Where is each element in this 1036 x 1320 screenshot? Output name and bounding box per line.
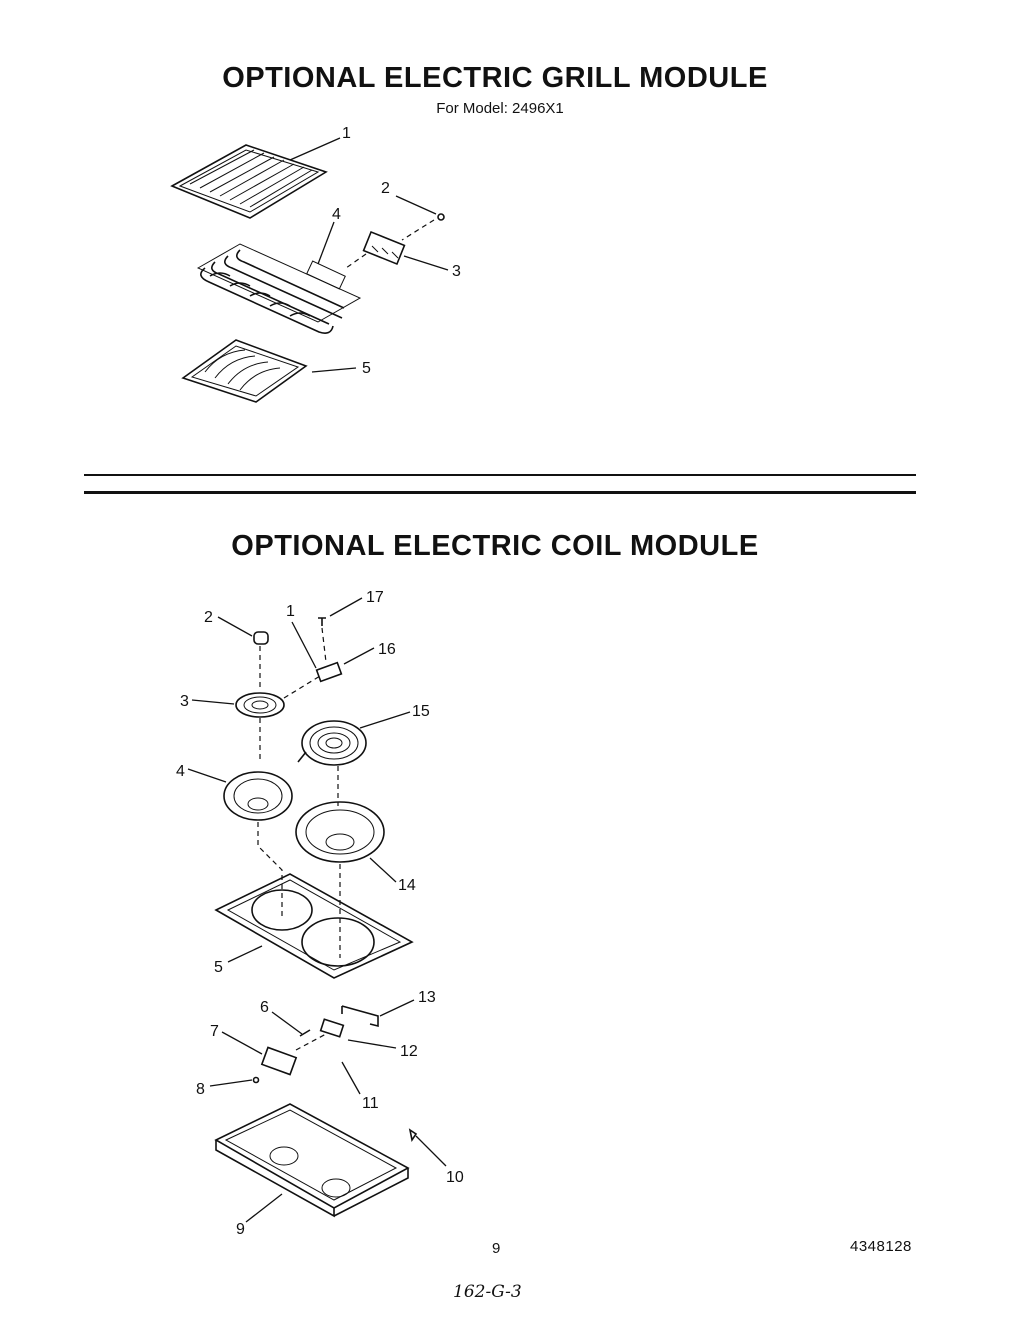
svg-text:14: 14 (398, 877, 416, 894)
document-number: 4348128 (850, 1238, 912, 1255)
page-number: 9 (492, 1240, 501, 1257)
svg-text:7: 7 (210, 1023, 219, 1040)
coil-callout-1: 1 (286, 603, 317, 669)
grill-callout-2: 2 (381, 180, 437, 215)
coil-callout-5: 5 (214, 945, 263, 976)
coil-callout-16: 16 (343, 641, 396, 665)
coil-callout-3: 3 (180, 693, 235, 710)
coil-callout-4: 4 (176, 763, 227, 783)
grill-grease-tray-part (181, 339, 308, 403)
coil-callout-9: 9 (236, 1193, 283, 1238)
svg-text:12: 12 (400, 1043, 418, 1060)
svg-text:9: 9 (236, 1221, 245, 1238)
svg-text:8: 8 (196, 1081, 205, 1098)
coil-small-element-part (235, 692, 285, 718)
grill-grate-part (170, 144, 328, 219)
svg-text:16: 16 (378, 641, 396, 658)
section-divider-thick (84, 491, 916, 494)
svg-text:2: 2 (381, 180, 390, 197)
coil-small-drip-bowl-part (223, 771, 293, 821)
grill-terminal-block-part (362, 230, 406, 266)
svg-text:15: 15 (412, 703, 430, 720)
coil-callout-17: 17 (329, 589, 384, 617)
coil-mounting-plate-part (319, 1018, 345, 1038)
coil-large-drip-bowl-part (295, 801, 385, 863)
coil-control-knob-part (253, 631, 269, 645)
coil-callout-10: 10 (415, 1135, 464, 1186)
coil-callout-8: 8 (196, 1079, 253, 1098)
svg-text:17: 17 (366, 589, 384, 606)
svg-text:3: 3 (452, 263, 461, 280)
coil-callout-6: 6 (260, 999, 303, 1035)
coil-module-title: OPTIONAL ELECTRIC COIL MODULE (231, 530, 759, 562)
handwritten-note: 162-G-3 (453, 1282, 522, 1302)
svg-text:2: 2 (204, 609, 213, 626)
coil-callout-11: 11 (341, 1061, 379, 1112)
svg-text:5: 5 (214, 959, 223, 976)
coil-callout-2: 2 (204, 609, 253, 637)
coil-cooktop-trim-part (214, 873, 414, 979)
svg-text:13: 13 (418, 989, 436, 1006)
svg-text:3: 3 (180, 693, 189, 710)
svg-text:5: 5 (362, 360, 371, 377)
grill-callout-4: 4 (317, 206, 341, 265)
coil-base-screw-part (408, 1128, 418, 1143)
coil-receptacle-screw-part (318, 617, 326, 626)
grill-heating-element-part (196, 243, 362, 334)
section-divider-thin (84, 474, 916, 476)
svg-text:4: 4 (176, 763, 185, 780)
grill-callout-3: 3 (403, 255, 461, 280)
svg-text:6: 6 (260, 999, 269, 1016)
grill-callout-1: 1 (289, 125, 351, 161)
svg-text:1: 1 (286, 603, 295, 620)
grill-module-title: OPTIONAL ELECTRIC GRILL MODULE (222, 62, 768, 94)
coil-base-pan-part (214, 1103, 410, 1218)
coil-callout-7: 7 (210, 1023, 263, 1055)
coil-large-element-part (297, 720, 367, 766)
coil-receptacle-part (315, 661, 343, 683)
coil-callout-13: 13 (379, 989, 436, 1017)
svg-text:4: 4 (332, 206, 341, 223)
coil-callout-15: 15 (359, 703, 430, 729)
grill-screw-part (437, 213, 445, 221)
grill-module-model-subtitle: For Model: 2496X1 (436, 100, 564, 117)
coil-switch-clip-part (299, 1029, 311, 1037)
svg-text:1: 1 (342, 125, 351, 142)
coil-bracket-part (341, 1005, 379, 1028)
svg-text:10: 10 (446, 1169, 464, 1186)
coil-callout-14: 14 (369, 857, 416, 894)
coil-switch-screw-part (252, 1076, 260, 1084)
svg-text:11: 11 (362, 1095, 379, 1112)
grill-callout-5: 5 (311, 360, 371, 377)
coil-switch-part (260, 1046, 298, 1076)
coil-callout-12: 12 (347, 1039, 418, 1060)
